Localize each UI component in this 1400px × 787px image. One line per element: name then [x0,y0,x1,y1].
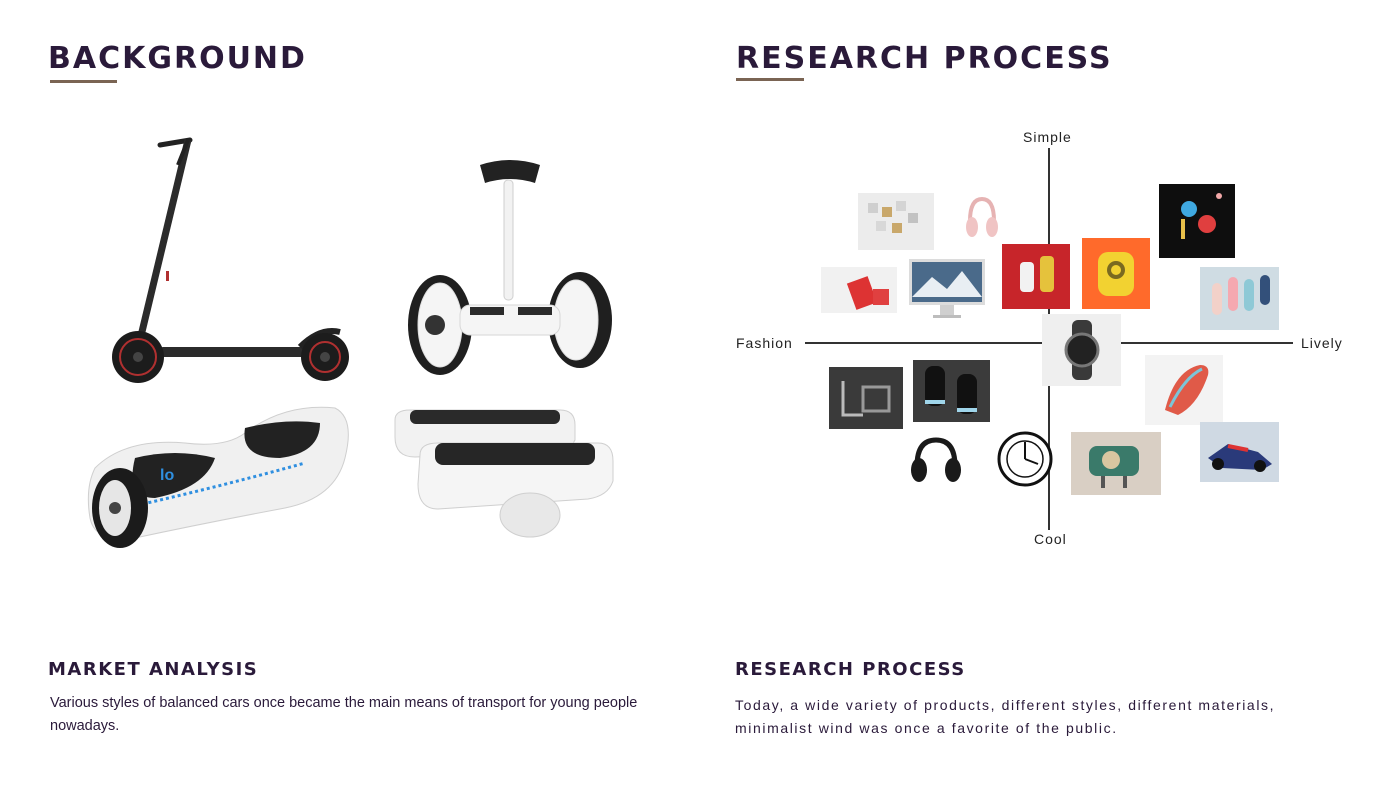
heading-underline [736,78,804,81]
self-balancing-scooter-image [400,155,620,380]
electric-scooter-image [100,125,360,385]
axis-label-left: Fashion [736,335,793,351]
heading-underline [50,80,117,83]
colorful-bottles-image [1200,267,1279,330]
axis-label-bottom: Cool [1034,531,1067,547]
cable-organizer-image [821,267,897,313]
wall-clock-image [996,430,1054,488]
pink-headphones-image [962,193,1002,245]
axis-label-top: Simple [1023,129,1072,145]
market-analysis-text: Various styles of balanced cars once bec… [50,695,638,734]
imac-image [907,257,987,323]
research-process-subheading: RESEARCH PROCESS [735,659,966,680]
hovershoes-image [390,405,615,540]
sneaker-image [1145,355,1223,425]
race-car-image [1200,422,1279,482]
hoverboard-image: lo [85,398,355,558]
black-speakers-image [913,360,990,422]
gadget-silhouette-image [1159,184,1235,258]
yellow-camera-image [1082,238,1150,309]
wall-tiles-image [858,193,934,250]
svg-text:lo: lo [160,467,174,484]
market-analysis-heading: MARKET ANALYSIS [48,659,259,680]
research-process-heading: RESEARCH PROCESS [736,41,1113,76]
metal-hooks-image [829,367,903,429]
red-speakers-image [1002,244,1070,309]
axis-label-right: Lively [1301,335,1343,351]
research-process-text: Today, a wide variety of products, diffe… [735,697,1276,736]
smartwatch-image [1042,314,1121,386]
black-headphones-image [907,434,965,486]
background-heading: BACKGROUND [48,41,307,76]
vintage-machine-image [1071,432,1161,495]
